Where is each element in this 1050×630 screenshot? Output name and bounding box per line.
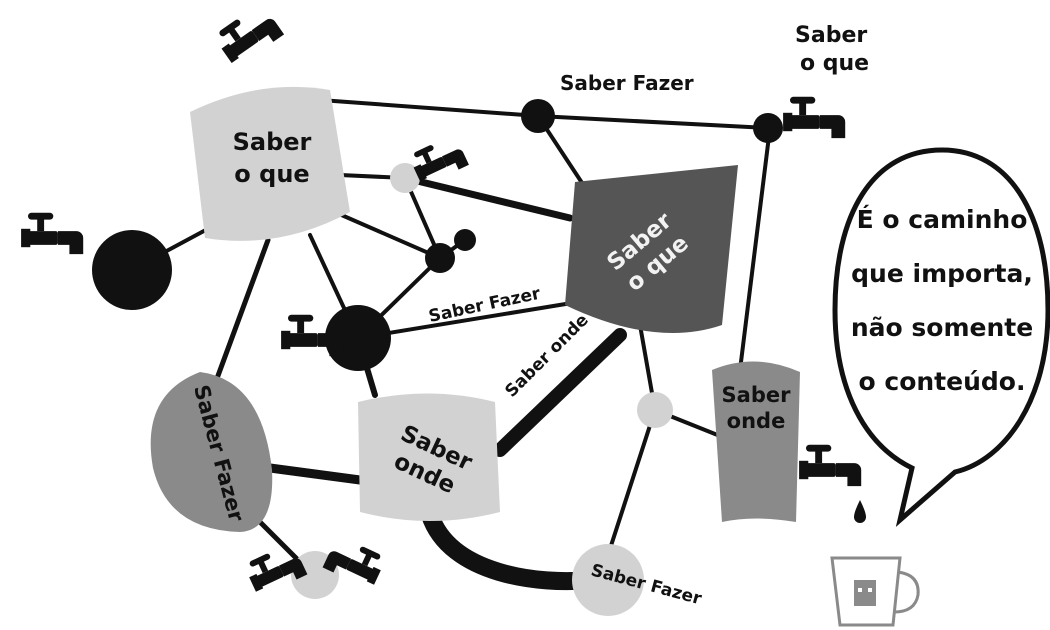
mug-icon bbox=[832, 558, 918, 625]
label-saber-oque-corner-line1: Saber bbox=[795, 23, 867, 48]
speech-line-3: não somente bbox=[851, 313, 1033, 342]
label-box-topleft-line1: Saber bbox=[233, 128, 312, 156]
faucet-icon bbox=[783, 97, 845, 138]
node-top-black bbox=[521, 99, 555, 133]
water-drop-icon bbox=[854, 500, 866, 523]
node-pair-b bbox=[454, 229, 476, 251]
node-right-lightgray bbox=[637, 392, 673, 428]
speech-line-4: o conteúdo. bbox=[859, 367, 1026, 396]
speech-line-2: que importa, bbox=[851, 259, 1033, 288]
speech-line-1: É o caminho bbox=[857, 205, 1028, 234]
faucet-icon bbox=[799, 445, 861, 486]
label-box-onde-right-line1: Saber bbox=[722, 383, 792, 407]
label-box-topleft-line2: o que bbox=[234, 160, 309, 188]
label-saber-fazer-mid: Saber Fazer bbox=[427, 284, 543, 327]
label-saber-oque-corner-line2: o que bbox=[800, 51, 869, 76]
label-saber-onde-diag: Saber onde bbox=[501, 310, 592, 401]
node-left-large-black bbox=[92, 230, 172, 310]
label-saber-fazer-top: Saber Fazer bbox=[560, 71, 694, 95]
label-box-onde-right-line2: onde bbox=[727, 409, 786, 433]
faucet-icon bbox=[21, 213, 83, 254]
faucet-icon bbox=[213, 2, 284, 69]
node-pair-a bbox=[425, 243, 455, 273]
node-topright-black bbox=[753, 113, 783, 143]
